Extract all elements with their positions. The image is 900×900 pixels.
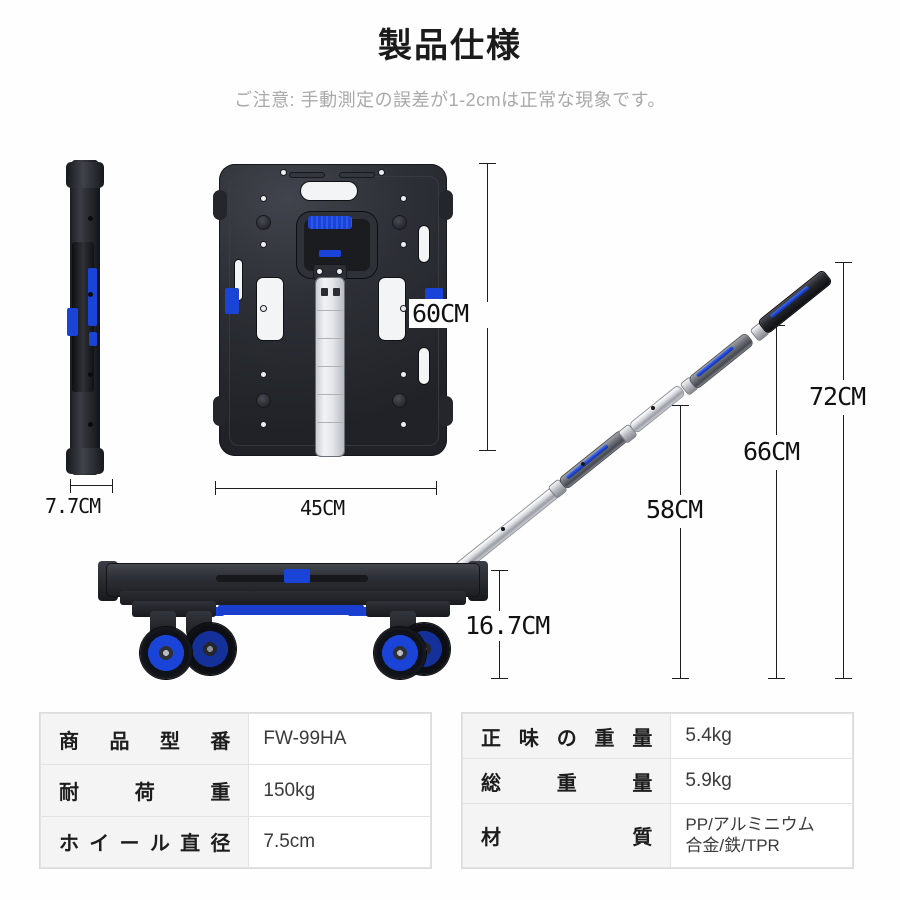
spec-value: 5.4kg [670,712,853,760]
dimension-7-7cm-label: 7.7CM [42,494,104,518]
spec-value: 5.9kg [670,758,853,805]
table-row: 総重量 5.9kg [461,758,853,805]
spec-value: 7.5cm [248,815,431,869]
spec-value: PP/アルミニウム 合金/鉄/TPR [670,803,853,868]
dimension-66cm-label: 66CM [740,437,803,466]
spec-key: ホイール直径 [39,815,250,869]
spec-value: 150kg [248,764,431,817]
page-title: 製品仕様 [378,27,522,65]
telescoping-handle-view [453,250,855,580]
spec-value: FW-99HA [248,712,431,766]
dimension-72cm-label: 72CM [806,382,869,411]
dimension-45cm-label: 45CM [297,496,348,520]
cart-side-view [98,555,488,680]
spec-key: 耐荷重 [39,764,250,817]
spec-table-right: 正味の重量 5.4kg 総重量 5.9kg 材質 PP/アルミニウム 合金/鉄/… [461,712,854,869]
page-subtitle: ご注意: 手動測定の誤差が1-2cmは正常な現象です。 [234,90,666,110]
spec-key: 総重量 [461,758,672,805]
spec-value-line2: 合金/鉄/TPR [685,835,780,855]
dimension-60cm-label: 60CM [409,299,472,328]
table-row: 正味の重量 5.4kg [461,712,853,760]
spec-key: 材質 [461,803,672,868]
table-row: 材質 PP/アルミニウム 合金/鉄/TPR [461,803,853,868]
folded-cart-edge-view [62,160,112,475]
table-row: 耐荷重 150kg [39,764,431,817]
table-row: 商品型番 FW-99HA [39,712,431,766]
dimension-58cm-label: 58CM [643,495,706,524]
spec-key: 正味の重量 [461,712,672,760]
table-row: ホイール直径 7.5cm [39,815,431,869]
dimension-16-7cm-label: 16.7CM [462,611,553,640]
spec-table-left: 商品型番 FW-99HA 耐荷重 150kg ホイール直径 7.5cm [39,712,432,869]
spec-value-line1: PP/アルミニウム [685,814,815,834]
spec-key: 商品型番 [39,712,250,766]
